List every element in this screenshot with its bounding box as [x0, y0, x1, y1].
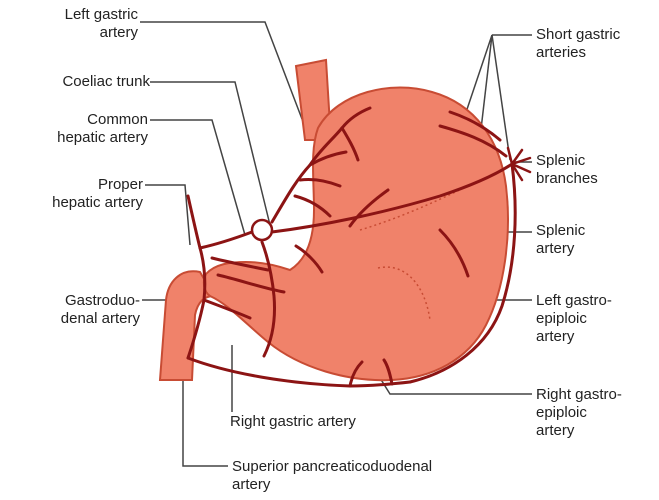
- label-common-hepatic-artery: Common hepatic artery: [2, 111, 148, 147]
- label-proper-hepatic-artery: Proper hepatic artery: [2, 176, 143, 212]
- label-left-gastric-artery: Left gastric artery: [20, 6, 138, 42]
- leader-left-gastric: [140, 22, 310, 140]
- label-superior-pancreaticoduodenal-artery: Superior pancreaticoduodenal artery: [232, 458, 532, 494]
- leader-proper-hepatic: [145, 185, 190, 245]
- leader-short-gastric-c: [492, 35, 510, 160]
- label-splenic-branches: Splenic branches: [536, 152, 658, 188]
- leader-coeliac-trunk: [150, 82, 270, 225]
- label-splenic-artery: Splenic artery: [536, 222, 658, 258]
- leader-superior-pancreaticoduodenal: [183, 370, 228, 466]
- label-right-gastric-artery: Right gastric artery: [230, 413, 450, 431]
- label-left-gastroepiploic-artery: Left gastro- epiploic artery: [536, 292, 658, 346]
- label-gastroduodenal-artery: Gastroduo- denal artery: [2, 292, 140, 328]
- label-right-gastroepiploic-artery: Right gastro- epiploic artery: [536, 386, 658, 440]
- leader-common-hepatic: [150, 120, 245, 235]
- label-short-gastric-arteries: Short gastric arteries: [536, 26, 658, 62]
- coeliac-node: [252, 220, 272, 240]
- label-coeliac-trunk: Coeliac trunk: [4, 73, 150, 91]
- common-hepatic-artery: [200, 232, 252, 248]
